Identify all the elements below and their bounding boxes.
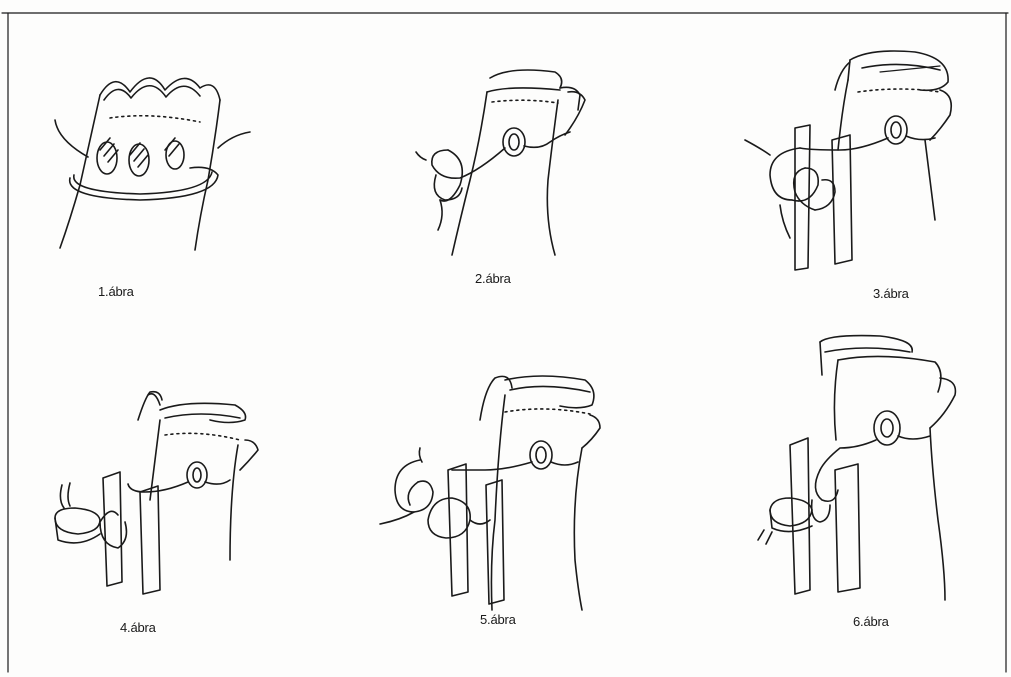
caption-figure-6: 6.ábra — [853, 614, 889, 629]
figure-5-drawing — [380, 376, 600, 610]
figure-1-drawing — [55, 78, 250, 250]
caption-figure-2: 2.ábra — [475, 271, 511, 286]
figure-2-drawing — [416, 70, 585, 255]
caption-figure-4: 4.ábra — [120, 620, 156, 635]
figure-3-drawing — [745, 51, 951, 270]
caption-figure-5: 5.ábra — [480, 612, 516, 627]
caption-figure-3: 3.ábra — [873, 286, 909, 301]
page-frame — [2, 13, 1008, 672]
figure-6-drawing — [758, 336, 955, 600]
caption-figure-1: 1.ábra — [98, 284, 134, 299]
figure-4-drawing — [55, 392, 258, 594]
